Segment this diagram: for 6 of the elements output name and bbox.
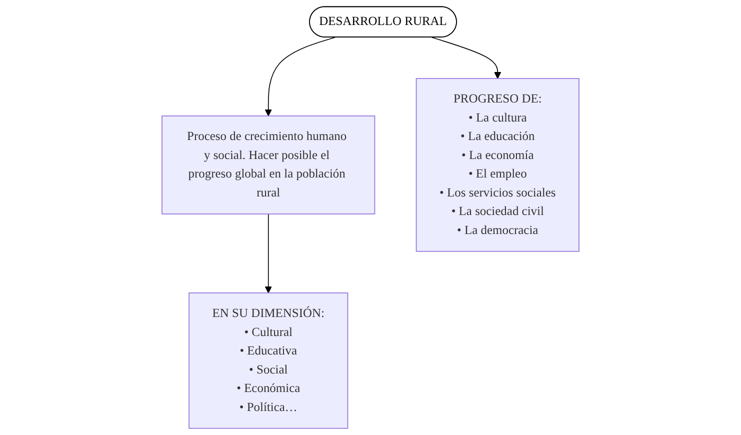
arrow [264,214,272,294]
arrow [431,36,502,79]
node-box: EN SU DIMENSIÓN: • Cultural • Educativa • Social • Económica • Política… [188,292,348,429]
node-box: PROGRESO DE: • La cultura • La educación • La economía • El empleo • Los servicios sociales • La sociedad civil • La democracia [416,78,580,252]
arrow [264,36,336,116]
node-box: Proceso de crecimiento humano y social. Hacer posible el progreso global en la población rural [162,116,376,214]
